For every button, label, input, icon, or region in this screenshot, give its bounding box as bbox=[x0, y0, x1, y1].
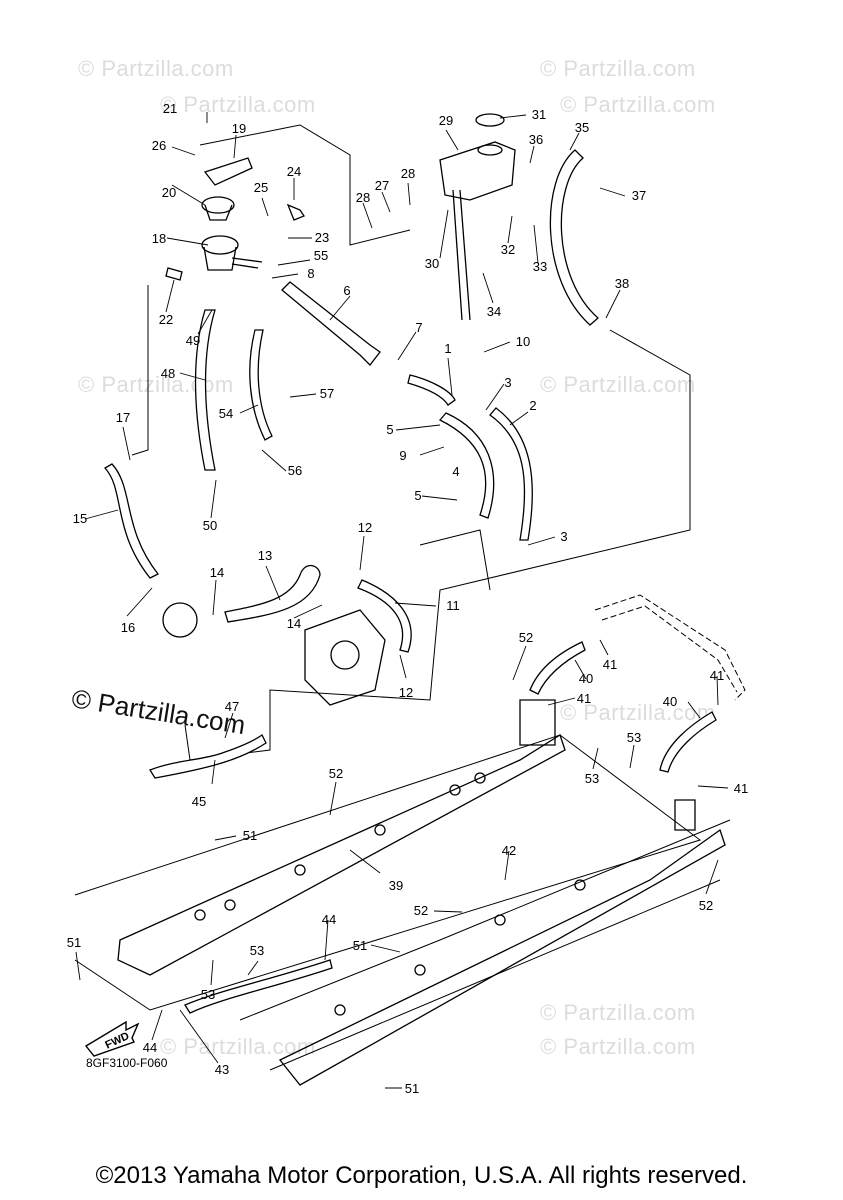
water-pump bbox=[162, 602, 386, 706]
part-label-53: 53 bbox=[627, 730, 641, 745]
part-label-57: 57 bbox=[320, 386, 334, 401]
part-label-22: 22 bbox=[159, 312, 173, 327]
part-label-12: 12 bbox=[358, 520, 372, 535]
part-label-23: 23 bbox=[315, 230, 329, 245]
part-label-27: 27 bbox=[375, 178, 389, 193]
part-label-52: 52 bbox=[699, 898, 713, 913]
part-label-12: 12 bbox=[399, 685, 413, 700]
part-label-53: 53 bbox=[201, 987, 215, 1002]
part-label-41: 41 bbox=[710, 668, 724, 683]
part-label-13: 13 bbox=[258, 548, 272, 563]
part-label-18: 18 bbox=[152, 231, 166, 246]
fwd-arrow-icon: FWD bbox=[82, 1016, 142, 1063]
part-label-51: 51 bbox=[405, 1081, 419, 1096]
part-label-42: 42 bbox=[502, 843, 516, 858]
part-label-52: 52 bbox=[519, 630, 533, 645]
thermostat-housing bbox=[165, 157, 305, 281]
part-label-41: 41 bbox=[577, 691, 591, 706]
part-label-53: 53 bbox=[585, 771, 599, 786]
heat-exchanger-upper bbox=[117, 699, 566, 976]
part-label-3: 3 bbox=[504, 375, 511, 390]
part-label-40: 40 bbox=[579, 671, 593, 686]
watermark: © Partzilla.com bbox=[78, 56, 234, 81]
part-label-5: 5 bbox=[386, 422, 393, 437]
part-label-33: 33 bbox=[533, 259, 547, 274]
watermark: © Partzilla.com bbox=[160, 92, 316, 117]
part-label-34: 34 bbox=[487, 304, 501, 319]
part-label-39: 39 bbox=[389, 878, 403, 893]
part-label-52: 52 bbox=[414, 903, 428, 918]
part-label-9: 9 bbox=[399, 448, 406, 463]
part-label-35: 35 bbox=[575, 120, 589, 135]
part-label-14: 14 bbox=[287, 616, 301, 631]
part-label-36: 36 bbox=[529, 132, 543, 147]
copyright-footer: ©2013 Yamaha Motor Corporation, U.S.A. A… bbox=[95, 1162, 748, 1189]
part-label-41: 41 bbox=[603, 657, 617, 672]
watermark: © Partzilla.com bbox=[540, 372, 696, 397]
dashed-hose-route bbox=[594, 594, 746, 701]
watermark: © Partzilla.com bbox=[540, 1034, 696, 1059]
part-label-53: 53 bbox=[250, 943, 264, 958]
part-label-56: 56 bbox=[288, 463, 302, 478]
part-label-41: 41 bbox=[734, 781, 748, 796]
part-label-49: 49 bbox=[186, 333, 200, 348]
watermark: © Partzilla.com bbox=[540, 1000, 696, 1025]
part-label-43: 43 bbox=[215, 1062, 229, 1077]
part-label-54: 54 bbox=[219, 406, 233, 421]
part-label-40: 40 bbox=[663, 694, 677, 709]
part-label-6: 6 bbox=[343, 283, 350, 298]
part-label-48: 48 bbox=[161, 366, 175, 381]
coolant-reservoir bbox=[439, 113, 516, 321]
part-label-10: 10 bbox=[516, 334, 530, 349]
diagram-ref-code: 8GF3100-F060 bbox=[86, 1056, 168, 1070]
part-label-15: 15 bbox=[73, 511, 87, 526]
part-label-38: 38 bbox=[615, 276, 629, 291]
leader-lines bbox=[75, 112, 729, 1089]
watermark: © Partzilla.com bbox=[560, 92, 716, 117]
part-label-16: 16 bbox=[121, 620, 135, 635]
watermark: © Partzilla.com bbox=[78, 372, 234, 397]
part-label-8: 8 bbox=[307, 266, 314, 281]
part-label-29: 29 bbox=[439, 113, 453, 128]
part-label-1: 1 bbox=[444, 341, 451, 356]
part-label-31: 31 bbox=[532, 107, 546, 122]
part-label-11: 11 bbox=[446, 598, 460, 613]
part-label-47: 47 bbox=[225, 699, 239, 714]
part-label-3: 3 bbox=[560, 529, 567, 544]
part-label-55: 55 bbox=[314, 248, 328, 263]
watermark: © Partzilla.com bbox=[540, 56, 696, 81]
part-label-52: 52 bbox=[329, 766, 343, 781]
part-label-44: 44 bbox=[322, 912, 336, 927]
part-label-7: 7 bbox=[415, 320, 422, 335]
part-label-4: 4 bbox=[452, 464, 459, 479]
part-label-30: 30 bbox=[425, 256, 439, 271]
part-label-20: 20 bbox=[162, 185, 176, 200]
part-label-37: 37 bbox=[632, 188, 646, 203]
part-label-26: 26 bbox=[152, 138, 166, 153]
part-label-14: 14 bbox=[210, 565, 224, 580]
part-label-25: 25 bbox=[254, 180, 268, 195]
part-label-28: 28 bbox=[356, 190, 370, 205]
part-label-5: 5 bbox=[414, 488, 421, 503]
part-label-45: 45 bbox=[192, 794, 206, 809]
part-label-21: 21 bbox=[163, 101, 177, 116]
heat-exchanger-lower bbox=[278, 799, 726, 1086]
part-label-44: 44 bbox=[143, 1040, 157, 1055]
part-label-51: 51 bbox=[353, 938, 367, 953]
part-label-32: 32 bbox=[501, 242, 515, 257]
coolant-hoses bbox=[103, 149, 717, 1014]
part-label-2: 2 bbox=[529, 398, 536, 413]
part-label-51: 51 bbox=[243, 828, 257, 843]
part-label-19: 19 bbox=[232, 121, 246, 136]
part-label-51: 51 bbox=[67, 935, 81, 950]
part-label-50: 50 bbox=[203, 518, 217, 533]
part-labels: 1 2 3 3 4 5 5 6 7 8 9 10 11 12 12 13 14 … bbox=[67, 101, 748, 1096]
part-label-17: 17 bbox=[116, 410, 130, 425]
part-label-24: 24 bbox=[287, 164, 301, 179]
part-label-28: 28 bbox=[401, 166, 415, 181]
